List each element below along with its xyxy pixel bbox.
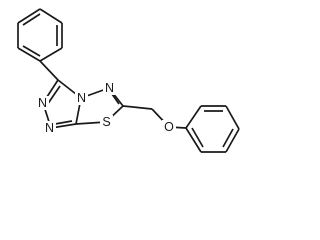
svg-text:N: N	[45, 121, 54, 135]
svg-text:N: N	[38, 96, 47, 110]
atom-n2: N	[43, 121, 56, 135]
atom-n3: N	[75, 91, 88, 105]
svg-text:O: O	[164, 120, 174, 134]
atom-o1: O	[162, 120, 176, 134]
phenyl-ring-top	[17, 8, 63, 62]
phenyl-link-bond	[39, 60, 59, 81]
svg-text:N: N	[77, 91, 86, 105]
chemical-structure-diagram: N N N N S O	[17, 8, 240, 153]
atom-n1: N	[36, 96, 49, 110]
phenoxy-ring	[185, 105, 240, 153]
atom-s1: S	[100, 115, 113, 129]
svg-text:N: N	[105, 81, 114, 95]
ch2-bond	[122, 105, 153, 110]
svg-text:S: S	[102, 115, 110, 129]
atom-n4: N	[103, 81, 116, 95]
